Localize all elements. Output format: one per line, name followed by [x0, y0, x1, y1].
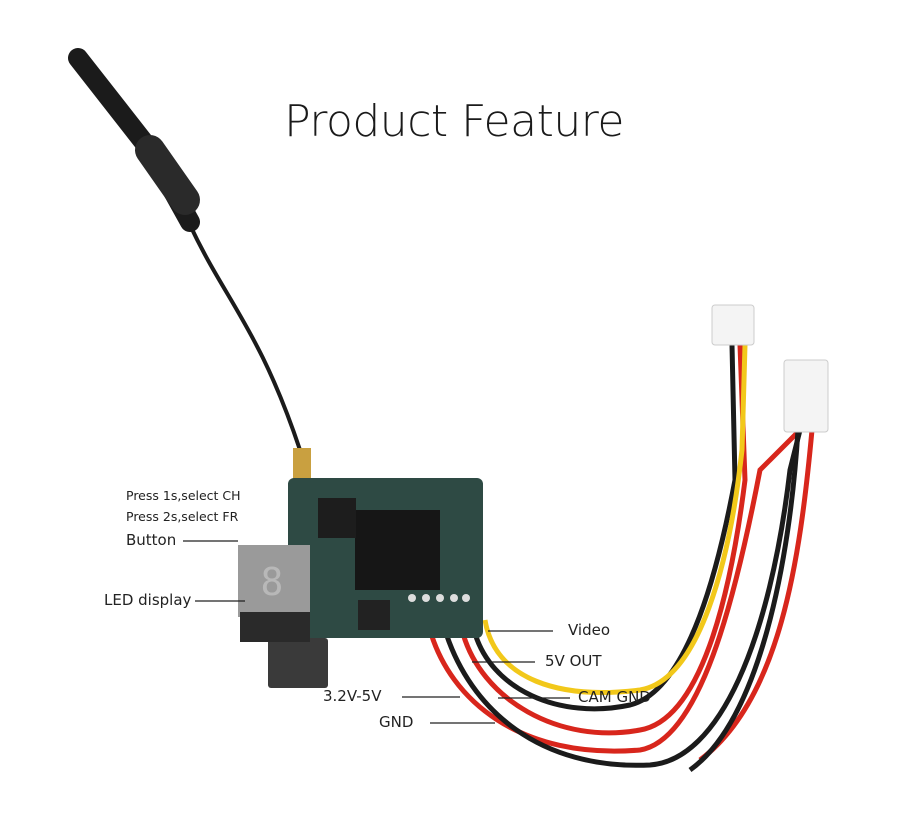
connector-2	[783, 359, 829, 433]
label-video: Video	[568, 621, 611, 639]
connector-1	[711, 304, 755, 346]
label-led-display: LED display	[104, 591, 192, 609]
wires	[427, 344, 815, 773]
label-gnd: GND	[379, 713, 414, 731]
label-button: Button	[126, 531, 177, 549]
vtx-board: 8	[238, 478, 483, 688]
label-5v-out: 5V OUT	[545, 652, 602, 670]
svg-text:8: 8	[261, 560, 284, 604]
led-display: 8	[238, 545, 310, 642]
label-press-1s: Press 1s,select CH	[126, 488, 241, 503]
label-vin: 3.2V-5V	[323, 687, 382, 705]
page-title: Product Feature	[284, 96, 624, 147]
label-press-2s: Press 2s,select FR	[126, 509, 239, 524]
label-cam-gnd: CAM GND	[578, 688, 651, 706]
leader-lines	[183, 540, 570, 724]
